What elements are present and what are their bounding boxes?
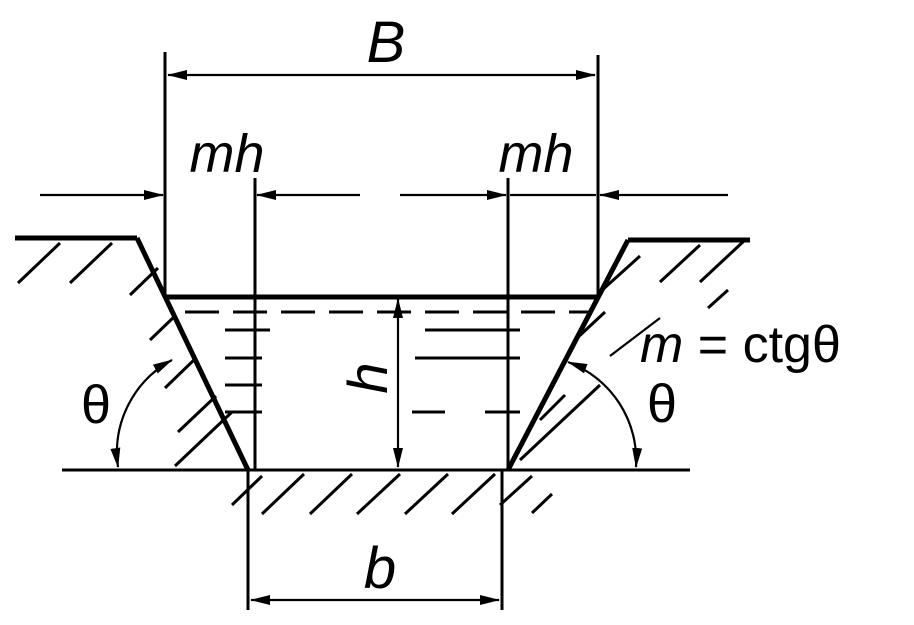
label-bottom-width: b <box>364 536 396 601</box>
label-left-angle: θ <box>81 375 111 435</box>
slope-leader-line <box>609 317 661 357</box>
slope-formula-variable: m <box>640 316 683 374</box>
soil-hatching <box>16 238 747 516</box>
label-left-offset: mh <box>189 124 264 184</box>
label-top-width: B <box>367 10 406 75</box>
slope-formula-expression: = ctgθ <box>683 316 841 374</box>
label-slope-formula: m = ctgθ <box>640 316 841 374</box>
angle-arc-right <box>567 360 643 468</box>
label-right-angle: θ <box>647 374 677 434</box>
extension-lines <box>163 52 600 610</box>
label-depth: h <box>336 362 399 393</box>
channel-side-slopes <box>134 236 631 472</box>
ground-surface <box>15 235 750 472</box>
water-body <box>165 294 598 414</box>
angle-arc-left <box>110 359 173 468</box>
label-right-offset: mh <box>498 124 573 184</box>
